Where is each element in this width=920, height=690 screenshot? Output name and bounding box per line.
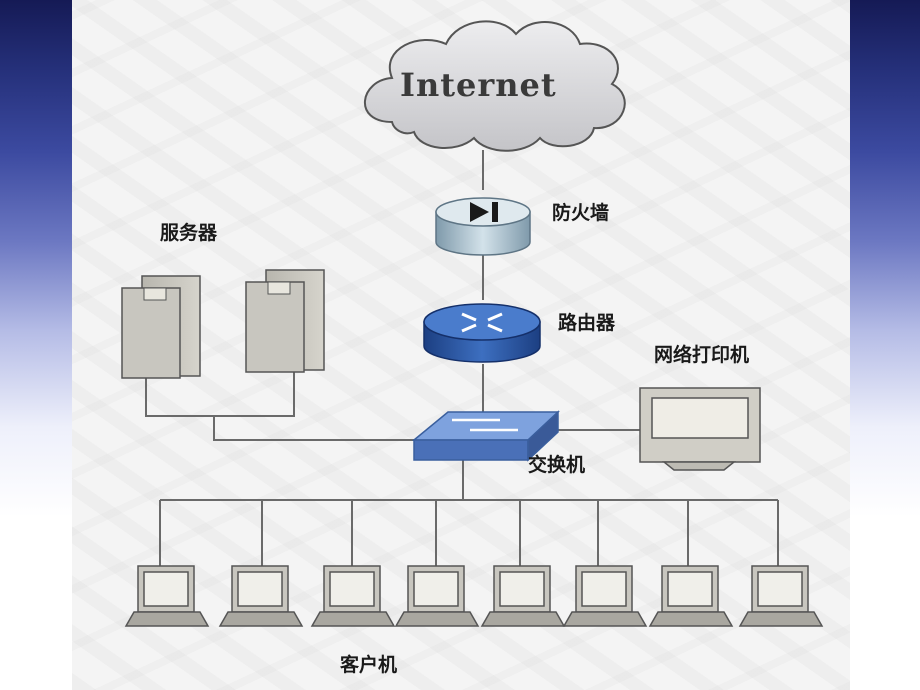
internet-label: Internet [400, 66, 557, 104]
client-laptop-icon [124, 565, 210, 627]
client-laptop-icon [562, 565, 648, 627]
network-printer-icon [639, 387, 761, 471]
client-laptop-icon [738, 565, 824, 627]
server-2-icon [245, 269, 325, 373]
router-icon [423, 303, 541, 363]
client-laptop-icon [310, 565, 396, 627]
printer-label: 网络打印机 [654, 344, 750, 366]
client-laptop-icon [218, 565, 304, 627]
servers-label: 服务器 [160, 222, 218, 244]
internet-cloud-icon [363, 20, 626, 152]
server-1-icon [121, 275, 201, 379]
client-laptop-icon [648, 565, 734, 627]
firewall-icon [435, 197, 531, 256]
client-laptops [124, 565, 824, 627]
router-label: 路由器 [558, 312, 616, 334]
client-laptop-icon [480, 565, 566, 627]
right-decor-band [850, 0, 920, 690]
left-decor-band [0, 0, 72, 690]
switch-label: 交换机 [528, 454, 586, 476]
link-servers [145, 372, 295, 417]
clients-label: 客户机 [340, 654, 398, 676]
link-servers-switch [213, 416, 414, 441]
connection-lines [145, 150, 779, 566]
firewall-label: 防火墙 [552, 202, 610, 224]
client-laptop-icon [394, 565, 480, 627]
switch-icon [411, 410, 560, 462]
